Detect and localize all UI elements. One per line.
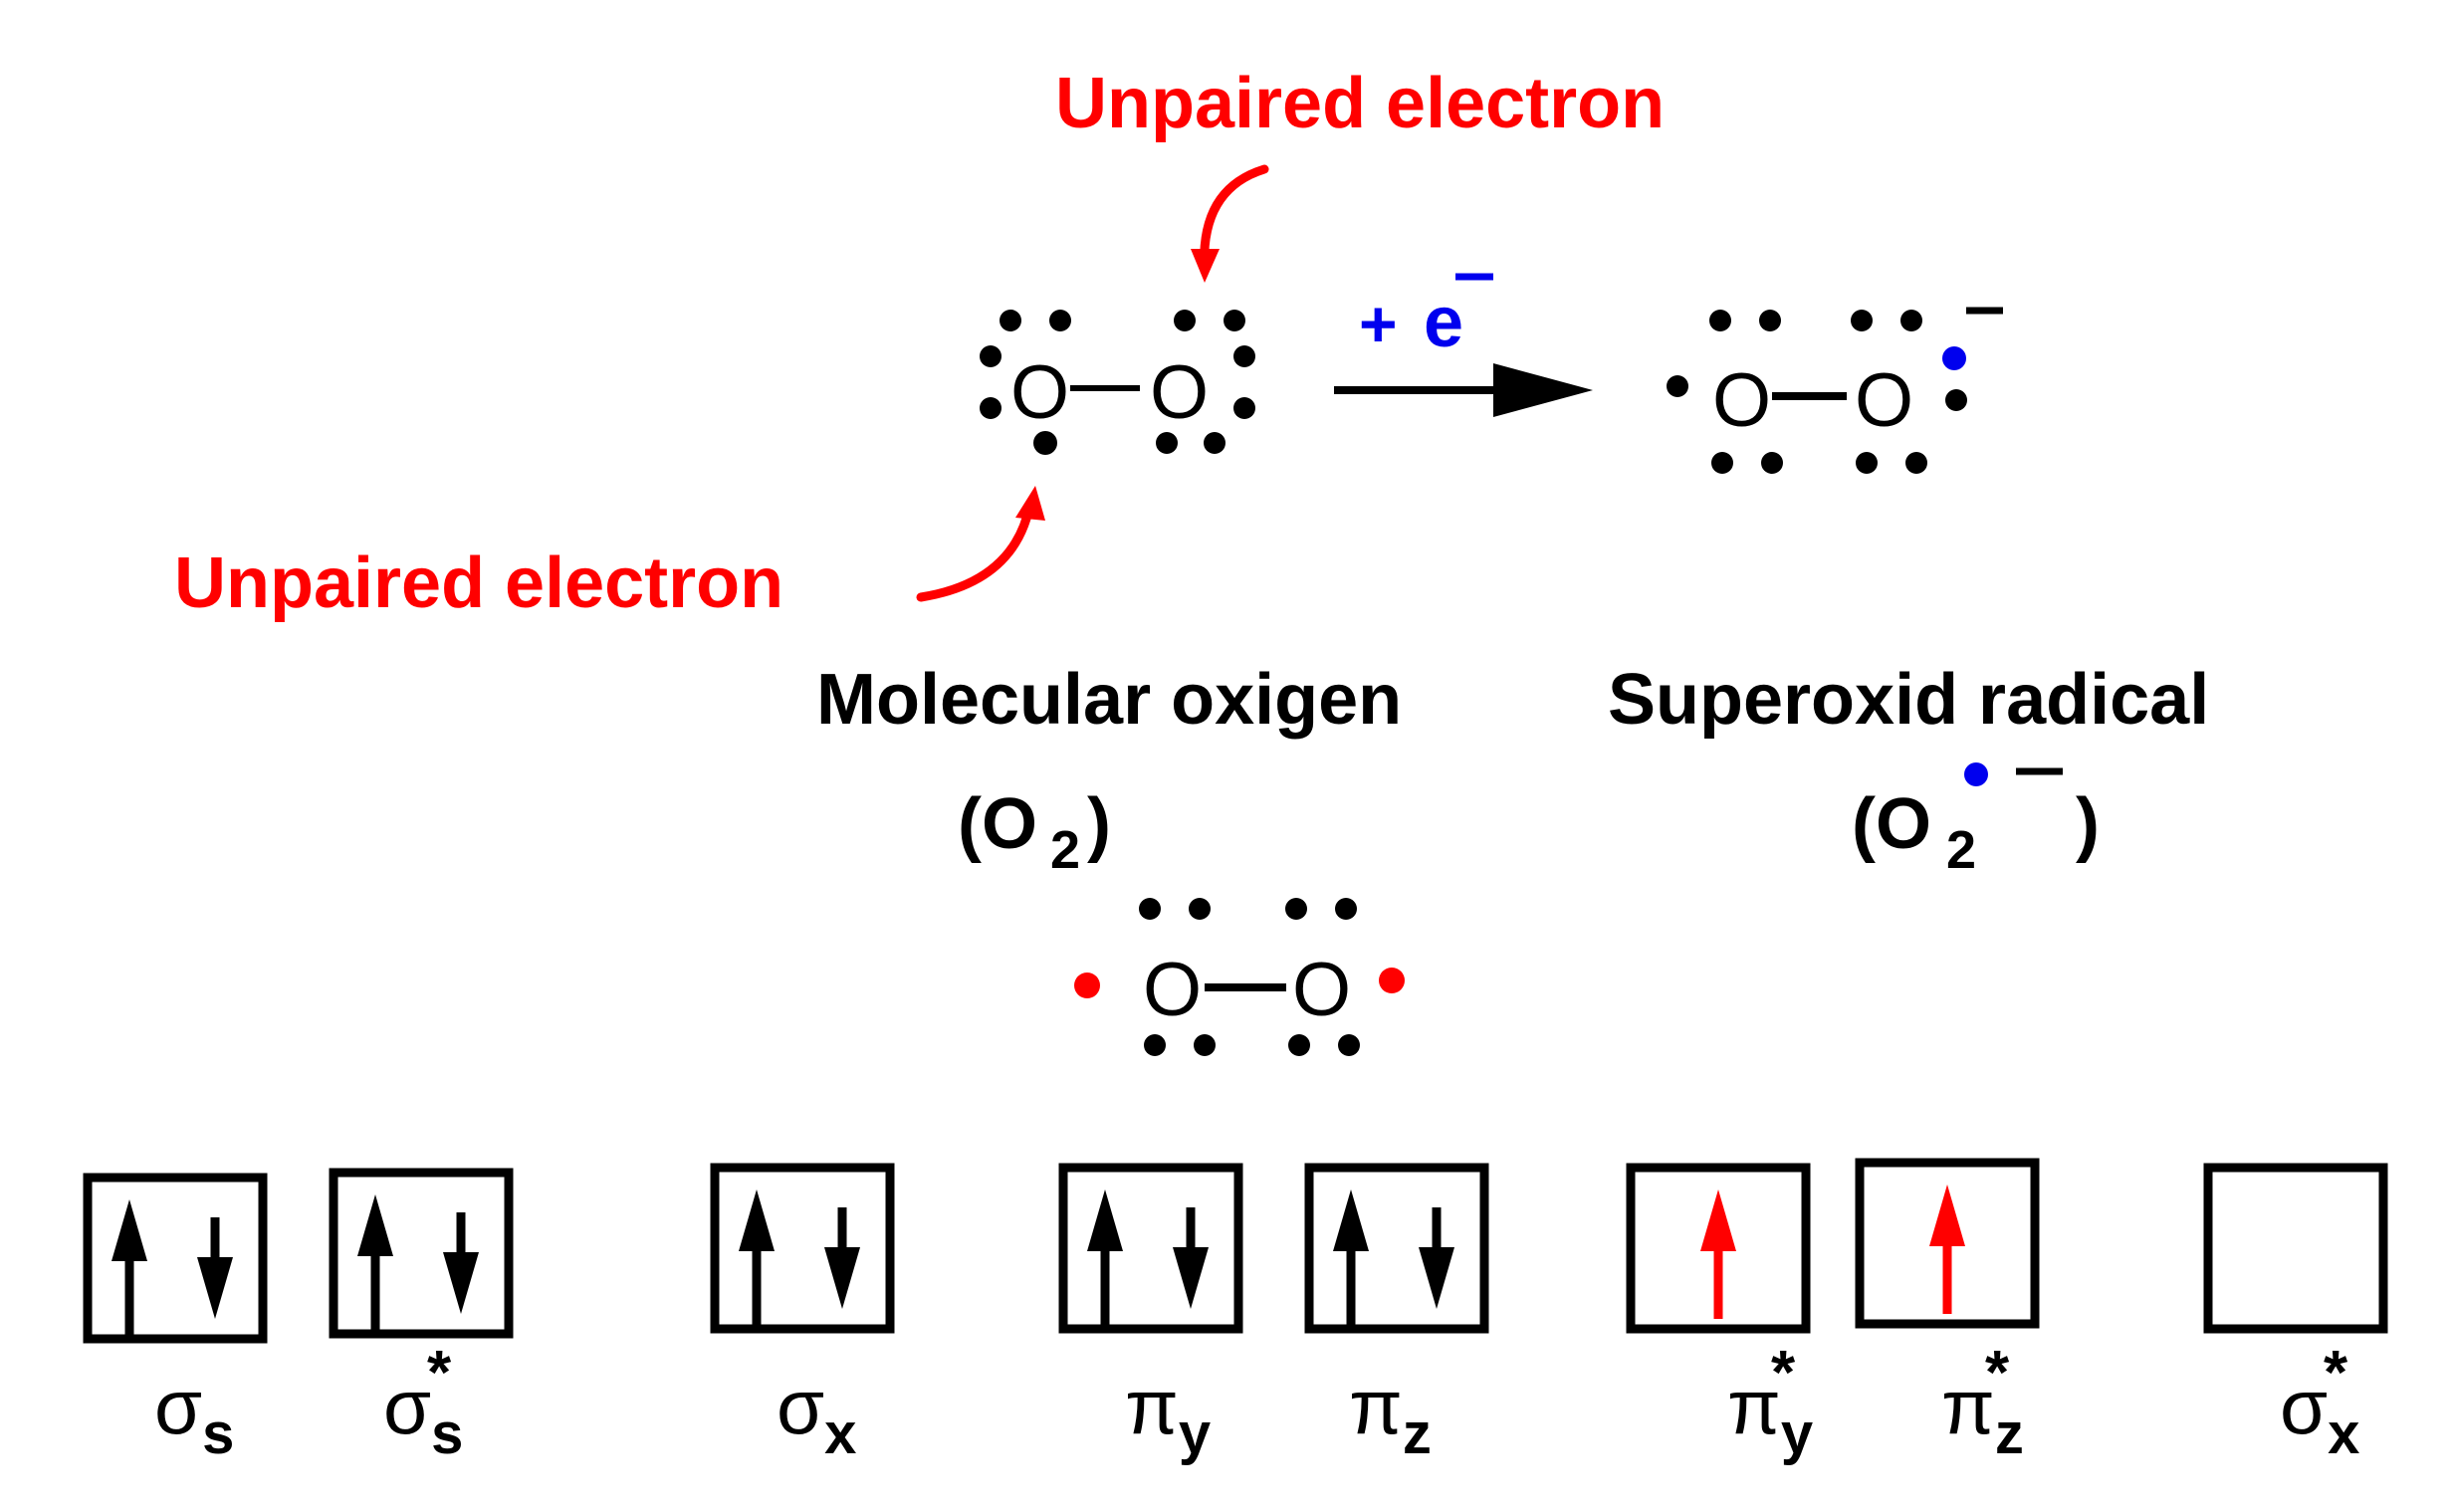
unpaired-arrowhead-bottom xyxy=(1015,486,1045,521)
orbital-box-4: πy xyxy=(1058,1163,1243,1466)
orbital-box-2: σs* xyxy=(329,1168,514,1466)
superoxide-radical-dot xyxy=(1964,762,1988,786)
orbital-label: πy xyxy=(1727,1363,1813,1466)
orbital-box-outline xyxy=(1855,1158,2040,1329)
antibonding-star: * xyxy=(1985,1339,2010,1407)
oxygen-atom-left: O xyxy=(1712,358,1771,443)
orbital-box-3: σx xyxy=(710,1163,895,1466)
orbital-label: σs xyxy=(154,1363,234,1466)
unpaired-electron-dot-left xyxy=(1033,431,1057,455)
orbital-label: πy xyxy=(1125,1363,1211,1466)
o2-formula-open: (O xyxy=(958,784,1037,864)
orbital-box-5: πz xyxy=(1304,1163,1489,1466)
superoxide-formula-subscript: 2 xyxy=(1946,820,1976,880)
reagent-electron: e xyxy=(1424,283,1463,362)
orbital-box-outline xyxy=(1626,1163,1811,1334)
unpaired-spin-up-arrow xyxy=(1929,1185,1965,1314)
reaction-arrow xyxy=(1334,363,1593,417)
orbital-box-outline xyxy=(1304,1163,1489,1334)
superoxide-formula-close: ) xyxy=(2076,784,2100,864)
spin-up-arrow xyxy=(1087,1189,1123,1327)
o2-lewis-structure-middle: O O xyxy=(1074,898,1405,1056)
orbital-box-6: πy* xyxy=(1626,1163,1813,1466)
o2-formula-close: ) xyxy=(1087,784,1111,864)
superoxide-formula-open: (O xyxy=(1852,784,1931,864)
o2-lewis-structure-top: O O xyxy=(980,310,1255,455)
orbital-label: πz xyxy=(1349,1363,1432,1466)
unpaired-electron-label-top: Unpaired electron xyxy=(1055,64,1665,143)
spin-down-arrow xyxy=(197,1217,233,1319)
superoxide-lewis-structure: O O xyxy=(1667,307,2003,474)
o2-formula-subscript: 2 xyxy=(1050,820,1080,880)
spin-up-arrow xyxy=(739,1189,775,1327)
antibonding-star: * xyxy=(427,1339,452,1407)
lone-pair-dots xyxy=(1667,310,1967,474)
lone-pair-dots xyxy=(980,310,1255,455)
spin-down-arrow xyxy=(1419,1207,1454,1309)
orbital-box-8: σx* xyxy=(2203,1163,2388,1466)
oxygen-atom-right: O xyxy=(1292,948,1351,1032)
reagent-plus: + xyxy=(1359,287,1398,360)
spin-down-arrow xyxy=(824,1207,860,1309)
spin-up-arrow xyxy=(357,1194,393,1332)
molecular-oxygen-caption: Molecular oxigen xyxy=(816,660,1402,740)
orbital-box-7: πz* xyxy=(1855,1158,2040,1466)
o2-formula: (O 2 ) xyxy=(958,784,1111,880)
antibonding-star: * xyxy=(2324,1339,2348,1407)
radical-electron-dot xyxy=(1942,346,1966,370)
superoxide-radical-caption: Superoxid radical xyxy=(1608,660,2209,740)
unpaired-arrow-bottom xyxy=(916,498,1035,602)
lone-pair-dots xyxy=(1139,898,1360,1056)
superoxide-formula: (O 2 ) xyxy=(1852,762,2100,880)
unpaired-electron-dot-left xyxy=(1074,972,1100,998)
orbital-label: σx xyxy=(777,1363,856,1466)
spin-up-arrow xyxy=(111,1199,147,1337)
orbital-label: πz xyxy=(1941,1363,2024,1466)
unpaired-spin-up-arrow xyxy=(1700,1189,1736,1319)
orbital-box-outline xyxy=(329,1168,514,1339)
orbital-label: σx xyxy=(2280,1363,2359,1466)
antibonding-star: * xyxy=(1771,1339,1796,1407)
orbital-box-outline xyxy=(710,1163,895,1334)
orbital-box-1: σs xyxy=(83,1173,268,1466)
unpaired-electron-dot-right xyxy=(1379,968,1405,993)
orbital-label: σs xyxy=(383,1363,463,1466)
orbital-box-outline xyxy=(1058,1163,1243,1334)
oxygen-atom-right: O xyxy=(1150,350,1209,435)
spin-down-arrow xyxy=(1173,1207,1209,1309)
orbital-box-outline xyxy=(83,1173,268,1344)
unpaired-electron-label-bottom: Unpaired electron xyxy=(174,543,783,623)
orbital-box-outline xyxy=(2203,1163,2388,1334)
oxygen-atom-right: O xyxy=(1855,358,1913,443)
spin-down-arrow xyxy=(443,1212,479,1314)
oxygen-atom-left: O xyxy=(1143,948,1202,1032)
unpaired-arrowhead-top xyxy=(1191,249,1220,283)
spin-up-arrow xyxy=(1333,1189,1369,1327)
oxygen-atom-left: O xyxy=(1010,350,1069,435)
